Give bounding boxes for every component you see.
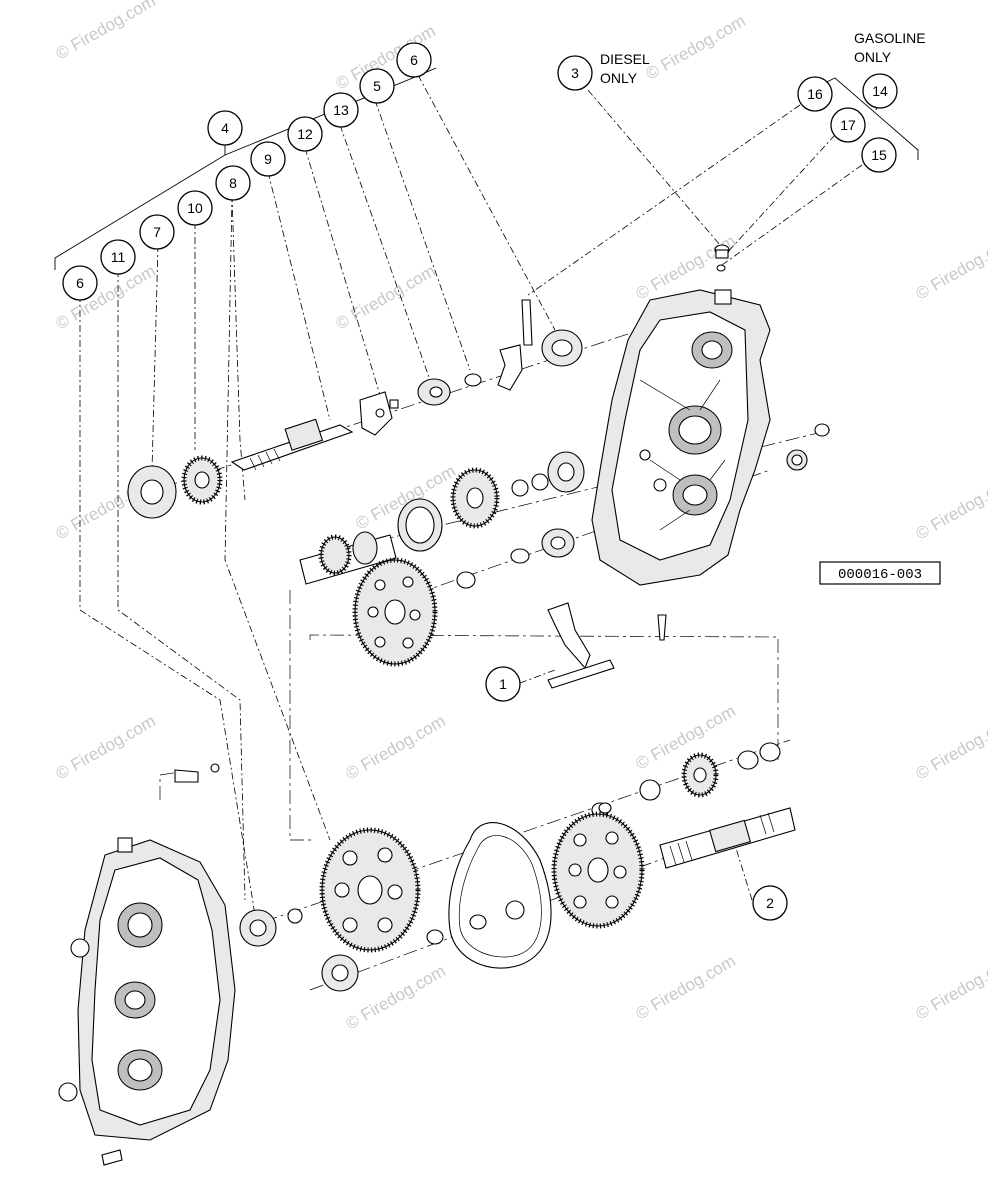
lower-gear-right bbox=[551, 811, 645, 929]
callout-11-label: 11 bbox=[111, 249, 126, 265]
callout-6-left-label: 6 bbox=[76, 275, 84, 291]
callout-16: 16 bbox=[797, 76, 833, 112]
callout-14-label: 14 bbox=[872, 83, 888, 99]
bearing-6-upper bbox=[541, 329, 583, 367]
shift-fork-1 bbox=[547, 602, 615, 689]
watermark: © Firedog.com bbox=[643, 11, 749, 83]
watermark: © Firedog.com bbox=[633, 701, 739, 773]
counter-shaft-assembly bbox=[299, 451, 585, 589]
large-gear-middle bbox=[352, 557, 438, 667]
gasoline-only-note: GASOLINE ONLY bbox=[854, 30, 926, 65]
callout-7: 7 bbox=[139, 214, 175, 250]
right-side-small-parts bbox=[657, 423, 830, 641]
watermark: © Firedog.com bbox=[913, 231, 988, 303]
callout-4-label: 4 bbox=[221, 120, 229, 136]
watermark: © Firedog.com bbox=[53, 0, 159, 63]
callout-14: 14 bbox=[862, 73, 898, 109]
callout-10-label: 10 bbox=[187, 200, 203, 216]
callout-2-label: 2 bbox=[766, 895, 774, 911]
shift-fork-upper bbox=[464, 344, 523, 391]
watermark: © Firedog.com bbox=[913, 951, 988, 1023]
diagram-id-box: 000016-003 bbox=[819, 561, 941, 585]
callout-15: 15 bbox=[861, 137, 897, 173]
callout-16-label: 16 bbox=[807, 86, 823, 102]
callout-12-label: 12 bbox=[297, 126, 313, 142]
drive-chain bbox=[426, 822, 552, 969]
watermark: © Firedog.com bbox=[913, 711, 988, 783]
gear-10 bbox=[181, 455, 223, 505]
watermark: © Firedog.com bbox=[343, 711, 449, 783]
callout-8: 8 bbox=[215, 165, 251, 201]
callout-8-label: 8 bbox=[229, 175, 237, 191]
diesel-only-note: DIESEL ONLY bbox=[600, 51, 650, 86]
watermark: © Firedog.com bbox=[333, 261, 439, 333]
callout-6-top: 6 bbox=[396, 42, 432, 78]
callout-10: 10 bbox=[177, 190, 213, 226]
lower-gear-left bbox=[319, 827, 421, 953]
output-shaft-2 bbox=[659, 807, 796, 869]
gasoline-note-line-2: ONLY bbox=[854, 49, 892, 65]
callout-15-label: 15 bbox=[871, 147, 887, 163]
diagram-id-label: 000016-003 bbox=[838, 567, 922, 583]
callout-4: 4 bbox=[207, 110, 243, 146]
callout-11: 11 bbox=[100, 239, 136, 275]
plate-12 bbox=[359, 391, 399, 436]
small-top-parts bbox=[521, 244, 730, 346]
bearing-7 bbox=[127, 465, 177, 519]
callout-9: 9 bbox=[250, 141, 286, 177]
washer-13 bbox=[417, 378, 451, 406]
callout-6-left: 6 bbox=[62, 265, 98, 301]
callout-1: 1 bbox=[485, 666, 521, 702]
lower-bearings bbox=[239, 802, 612, 992]
watermark: © Firedog.com bbox=[913, 471, 988, 543]
callout-2: 2 bbox=[752, 885, 788, 921]
output-gears bbox=[591, 742, 781, 818]
callout-1-label: 1 bbox=[499, 676, 507, 692]
callout-3-label: 3 bbox=[571, 65, 579, 81]
callout-7-label: 7 bbox=[153, 224, 161, 240]
diesel-note-line-2: ONLY bbox=[600, 70, 638, 86]
gasoline-note-line-1: GASOLINE bbox=[854, 30, 926, 46]
callout-9-label: 9 bbox=[264, 151, 272, 167]
callout-13: 13 bbox=[323, 92, 359, 128]
callout-12: 12 bbox=[287, 116, 323, 152]
shaft-9 bbox=[230, 418, 354, 471]
callout-17-label: 17 bbox=[840, 117, 856, 133]
diesel-note-line-1: DIESEL bbox=[600, 51, 650, 67]
callout-5: 5 bbox=[359, 68, 395, 104]
callout-13-label: 13 bbox=[333, 102, 349, 118]
right-case-housing bbox=[591, 289, 771, 586]
callout-3: 3 bbox=[557, 55, 593, 91]
leader-lines bbox=[79, 74, 863, 916]
callout-5-label: 5 bbox=[373, 78, 381, 94]
callout-6-top-label: 6 bbox=[410, 52, 418, 68]
left-case-housing bbox=[58, 763, 236, 1166]
watermark: © Firedog.com bbox=[633, 951, 739, 1023]
callout-17: 17 bbox=[830, 107, 866, 143]
watermark: © Firedog.com bbox=[53, 711, 159, 783]
